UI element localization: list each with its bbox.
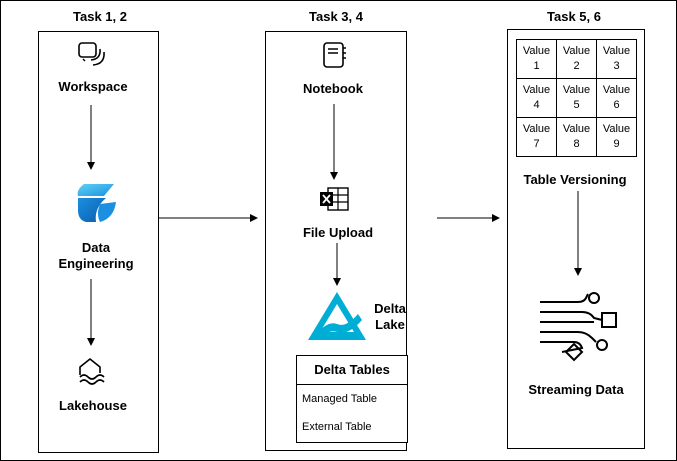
lakehouse-icon [79, 358, 105, 385]
streaming-data-icon [540, 292, 617, 362]
grid-cell: Value 1 [516, 39, 557, 79]
grid-cell: Value 4 [516, 78, 557, 118]
notebook-icon [323, 42, 346, 68]
grid-cell: Value 2 [556, 39, 597, 79]
delta-table-row-external: External Table [302, 421, 372, 433]
excel-file-icon [320, 187, 349, 211]
file-upload-label: File Upload [302, 225, 374, 240]
lakehouse-label: Lakehouse [59, 398, 127, 413]
version-value-grid: Value 1 Value 2 Value 3 Value 4 Value 5 … [516, 39, 637, 157]
delta-tables-box: Delta Tables Managed Table External Tabl… [296, 355, 408, 443]
grid-cell: Value 5 [556, 78, 597, 118]
delta-table-row-managed: Managed Table [302, 393, 378, 405]
streaming-data-label: Streaming Data [528, 382, 624, 397]
delta-lake-icon [308, 292, 366, 340]
column-title-2: Task 3, 4 [309, 9, 363, 24]
workspace-label: Workspace [58, 79, 128, 94]
column-title-1: Task 1, 2 [73, 9, 127, 24]
column-title-3: Task 5, 6 [547, 9, 601, 24]
delta-tables-title: Delta Tables [297, 356, 407, 385]
data-engineering-label: Data Engineering [58, 240, 134, 271]
notebook-label: Notebook [303, 81, 363, 96]
table-versioning-label: Table Versioning [523, 172, 627, 187]
grid-cell: Value 6 [596, 78, 637, 118]
grid-cell: Value 7 [516, 117, 557, 157]
delta-lake-label: Delta Lake [374, 301, 406, 332]
column-box-1 [38, 31, 159, 453]
workspace-icon [78, 42, 105, 66]
grid-cell: Value 3 [596, 39, 637, 79]
grid-cell: Value 8 [556, 117, 597, 157]
grid-cell: Value 9 [596, 117, 637, 157]
fabric-data-engineering-icon [77, 184, 116, 222]
